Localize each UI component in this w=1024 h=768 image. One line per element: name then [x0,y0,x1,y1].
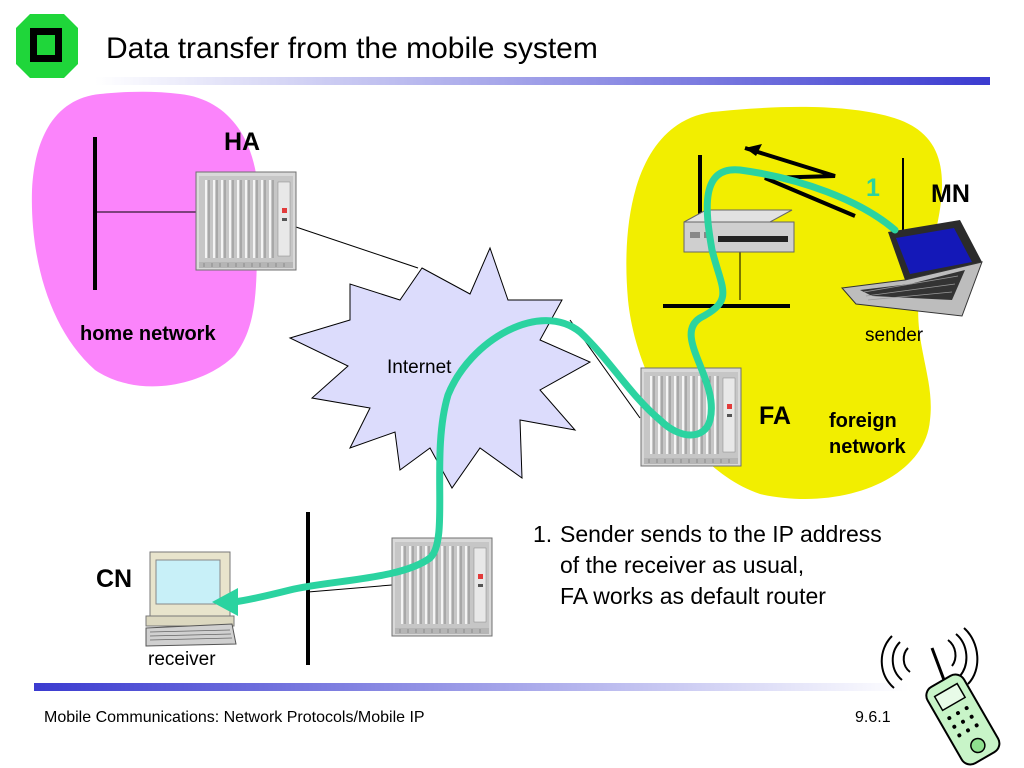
receiver-label: receiver [148,649,216,670]
wireless-link-icon [744,144,856,218]
correspondent-node-label: CN [96,565,133,593]
note-line-1: 1. Sender sends to the IP address [533,519,882,550]
footer-bar [34,683,909,691]
university-logo-icon [16,14,78,78]
note-text-3: FA works as default router [560,583,826,609]
step-description: 1. Sender sends to the IP address of the… [533,519,882,612]
note-text-1: Sender sends to the IP address [560,521,882,547]
home-agent-label: HA [224,128,261,156]
note-text-2: of the receiver as usual, [560,552,805,578]
home-network-area [31,91,259,387]
note-number: 1. [533,521,553,547]
foreign-network-label-line2: network [829,436,906,458]
internet-label: Internet [387,357,452,378]
laptop-icon [841,220,983,317]
mobile-phone-icon [880,627,1001,766]
home-network-label: home network [80,323,216,345]
footer-course-title: Mobile Communications: Network Protocols… [44,709,425,726]
home-agent-server-icon [195,171,297,271]
mobile-node-label: MN [931,180,970,208]
foreign-network-label-line1: foreign [829,410,897,432]
desktop-computer-icon [145,551,237,647]
foreign-agent-label: FA [759,402,791,430]
sender-label: sender [865,325,924,346]
data-path [212,166,899,616]
step-number-label: 1 [866,174,880,202]
router-icon [683,209,795,253]
footer-slide-number: 9.6.1 [855,709,891,726]
header-bar [95,77,990,85]
page-title: Data transfer from the mobile system [106,32,598,65]
correspondent-router-icon [391,537,493,637]
note-line-3: FA works as default router [533,581,882,612]
note-line-2: of the receiver as usual, [533,550,882,581]
internet-cloud [288,246,592,489]
